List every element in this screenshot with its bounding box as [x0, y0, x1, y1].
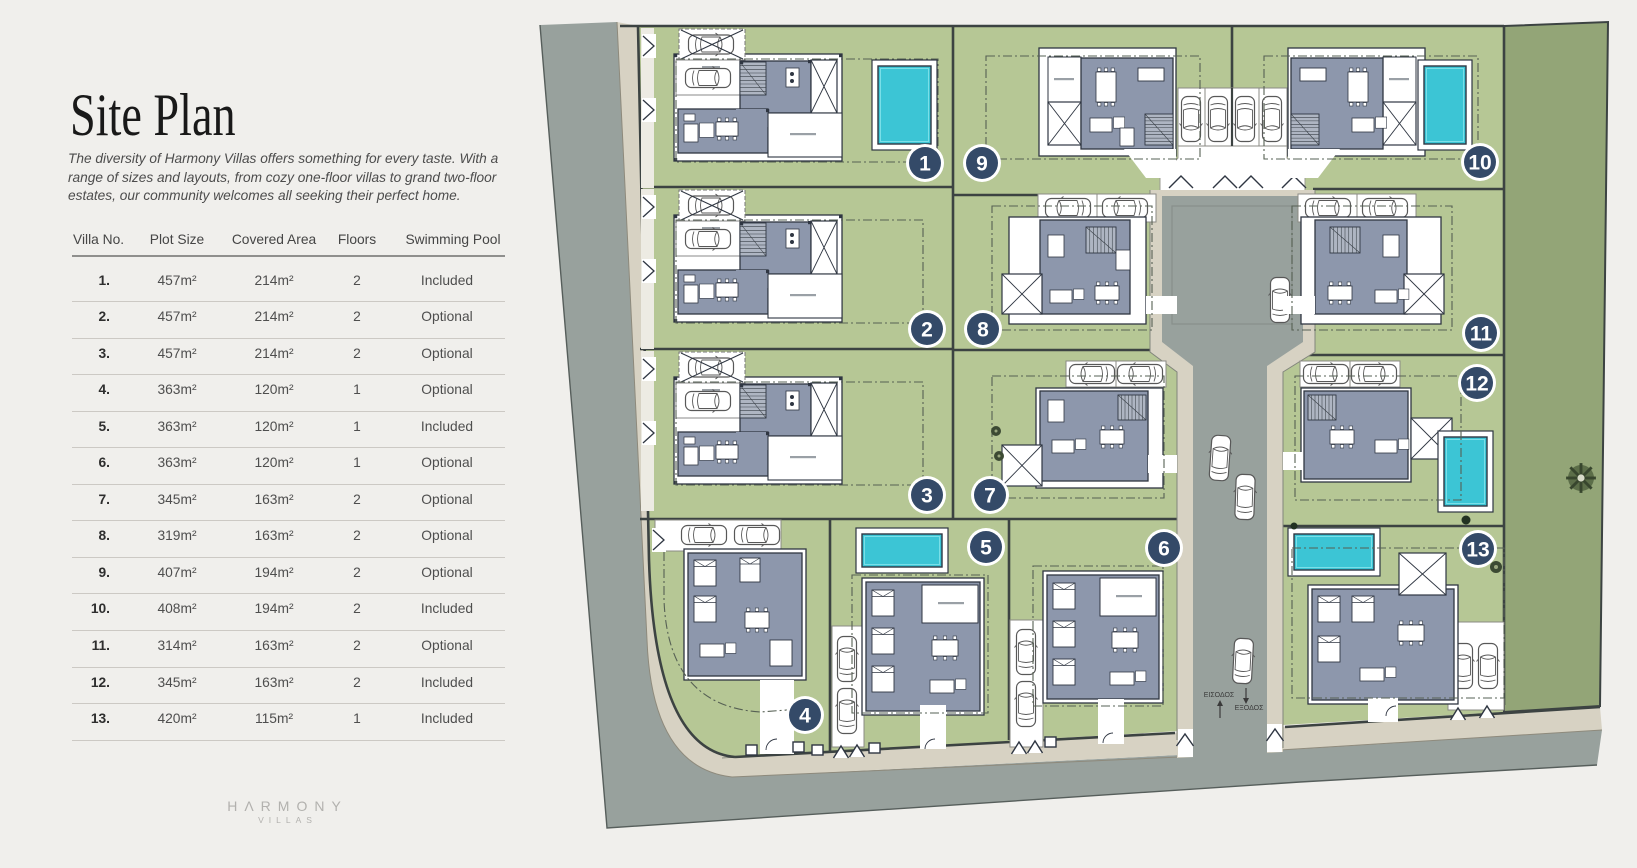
svg-text:6: 6 [1158, 538, 1170, 561]
svg-text:8: 8 [977, 319, 989, 342]
svg-text:3: 3 [921, 485, 933, 508]
svg-text:4: 4 [799, 705, 811, 728]
svg-text:12: 12 [1465, 373, 1488, 396]
svg-text:ΕΞΟΔΟΣ: ΕΞΟΔΟΣ [1235, 705, 1264, 712]
svg-text:9: 9 [976, 153, 988, 176]
svg-text:10: 10 [1468, 152, 1491, 175]
svg-text:2: 2 [921, 319, 933, 342]
svg-text:5: 5 [980, 537, 992, 560]
svg-text:7: 7 [984, 485, 996, 508]
svg-text:1: 1 [919, 153, 931, 176]
svg-text:11: 11 [1470, 323, 1493, 346]
svg-text:13: 13 [1466, 539, 1489, 562]
svg-text:ΕΙΣΟΔΟΣ: ΕΙΣΟΔΟΣ [1204, 692, 1235, 699]
